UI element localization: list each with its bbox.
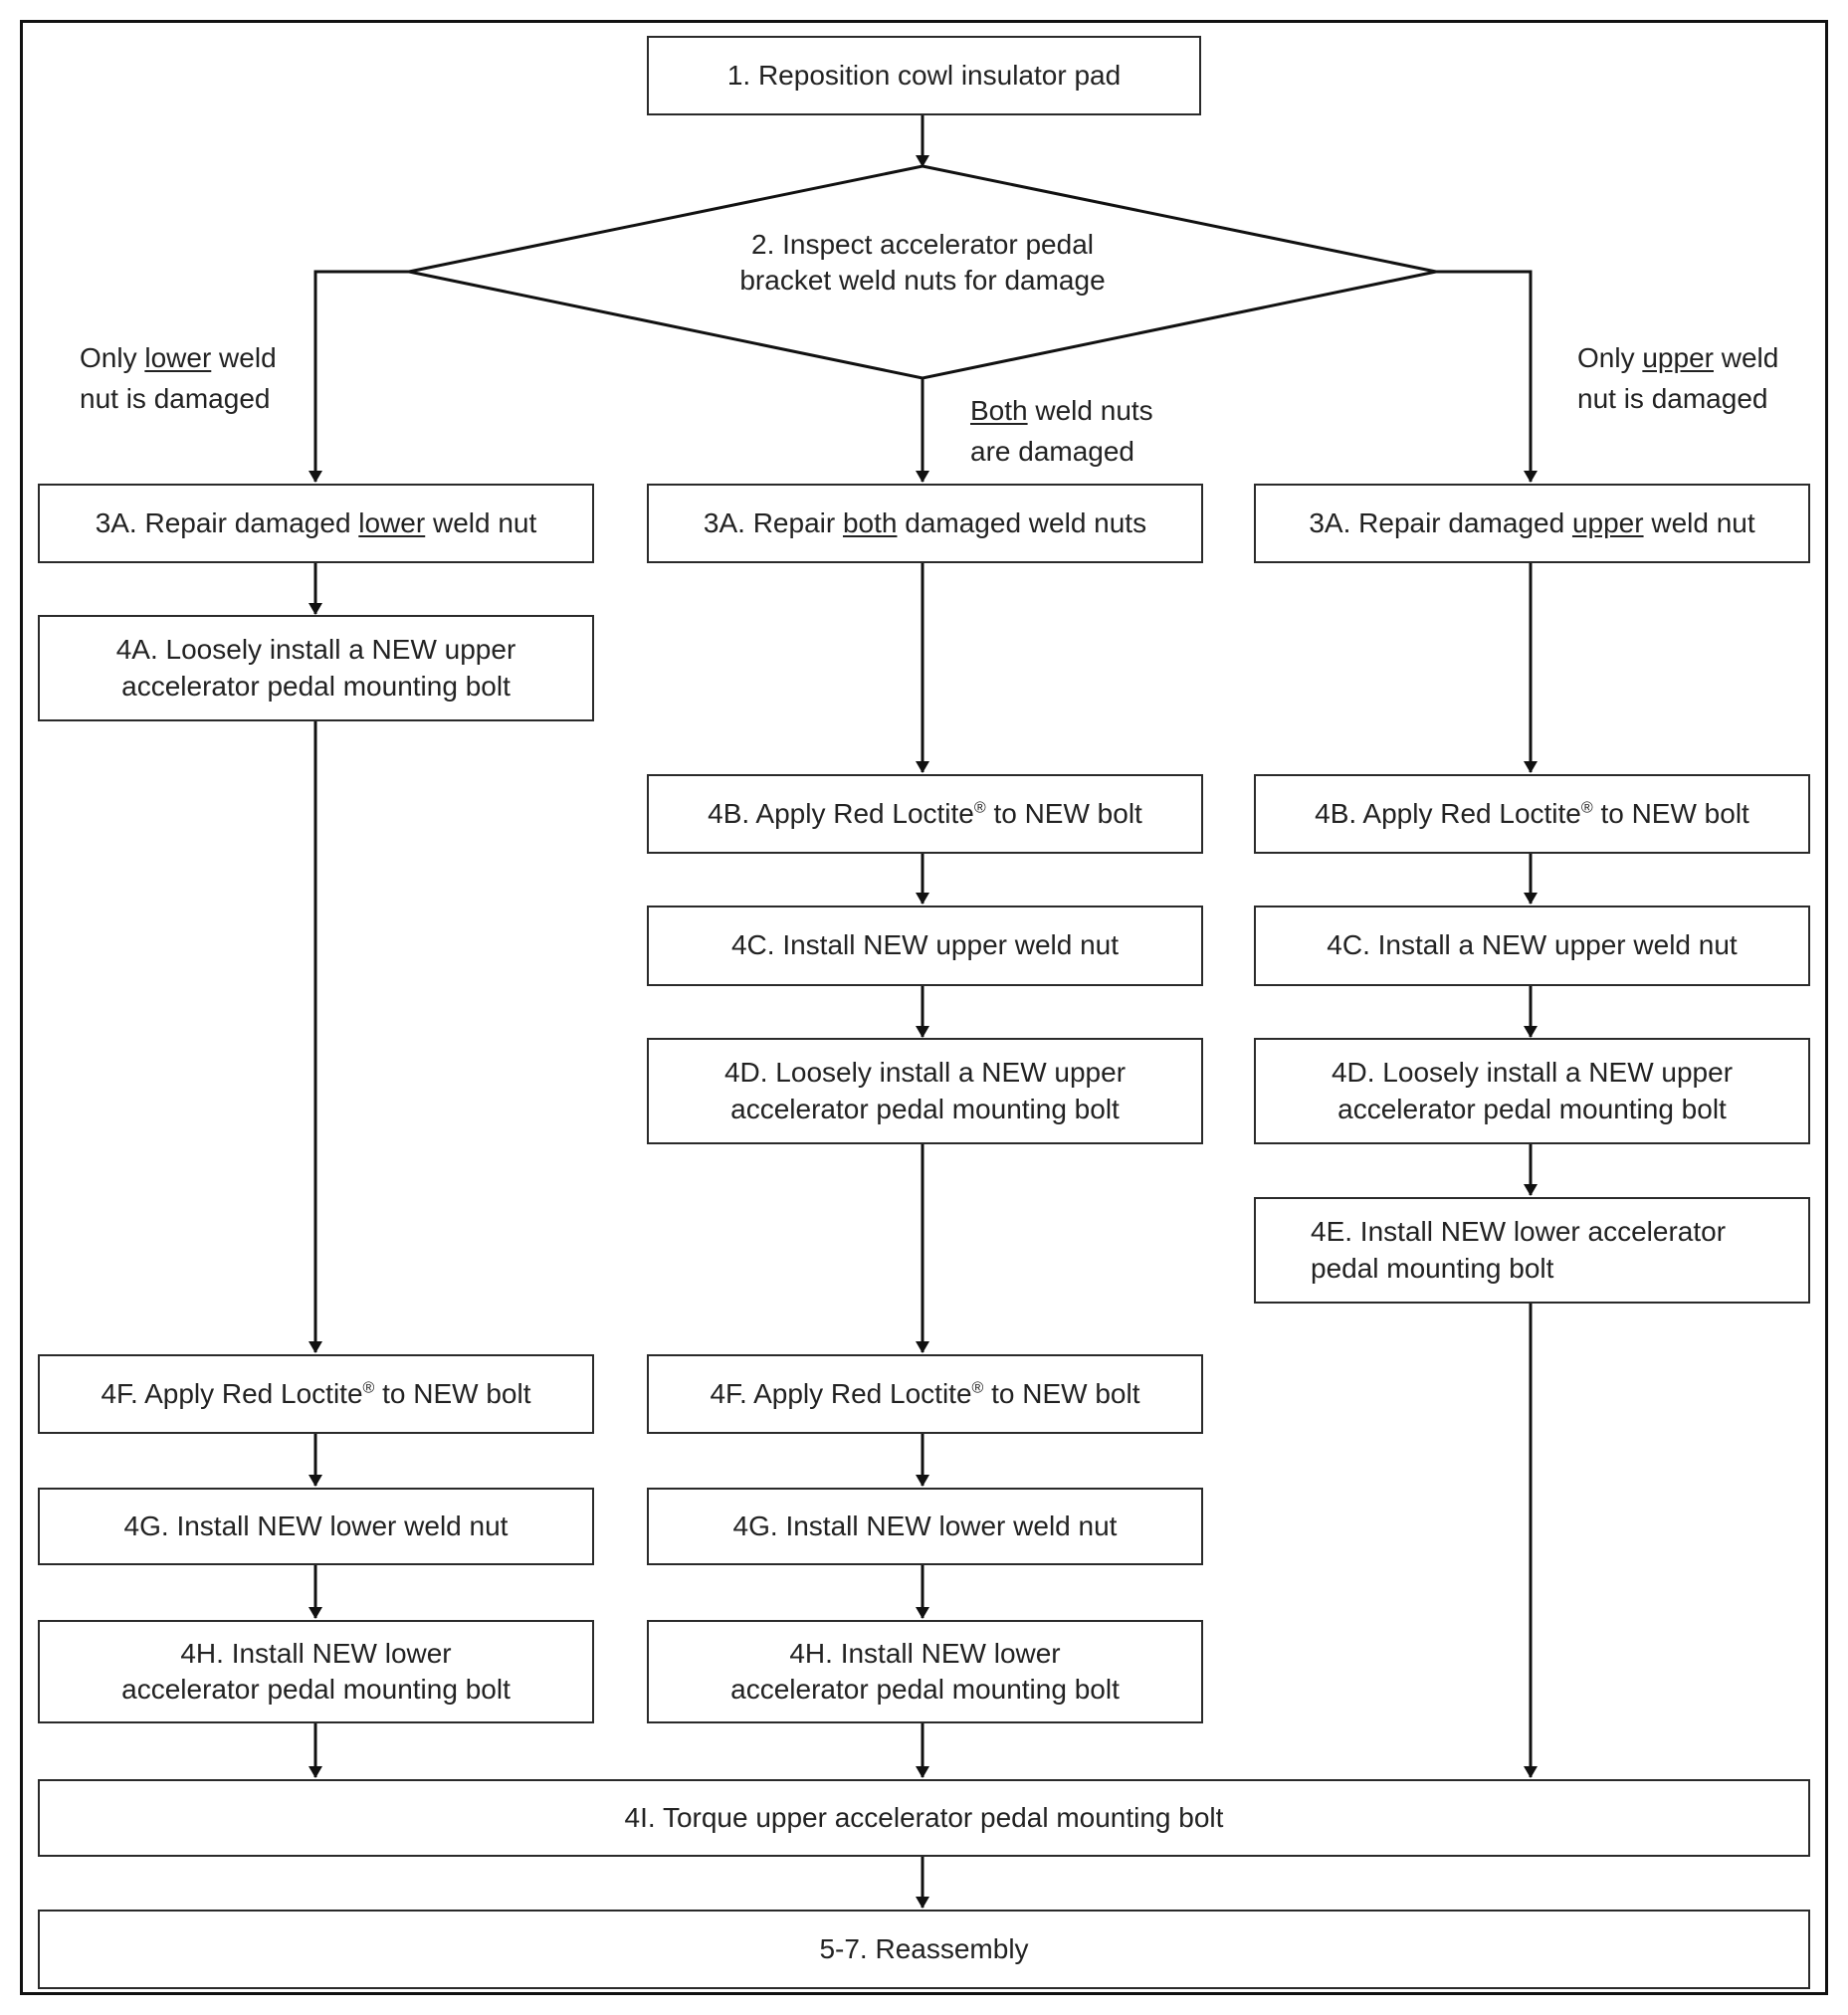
step-4i-text: 4I. Torque upper accelerator pedal mount… xyxy=(624,1801,1224,1833)
branch-left-line-2: nut is damaged xyxy=(80,382,271,414)
registered-mark: ® xyxy=(362,1379,375,1397)
step-4f-middle-text: 4F. Apply Red Loctite® to NEW bolt xyxy=(710,1376,1139,1412)
step-4h-middle-line-1: 4H. Install NEW lower xyxy=(789,1637,1061,1669)
step-3a-left-box: 3A. Repair damaged lower weld nut xyxy=(38,484,594,563)
branch-label-right: Only upper weld nut is damaged xyxy=(1577,338,1778,419)
step-4f-middle-box: 4F. Apply Red Loctite® to NEW bolt xyxy=(647,1354,1203,1434)
step-3a-left-underline: lower xyxy=(358,506,426,538)
step-4e-right-box: 4E. Install NEW lower accelerator pedal m… xyxy=(1254,1197,1810,1304)
step-4d-middle-line-2: accelerator pedal mounting bolt xyxy=(730,1093,1120,1124)
step-3a-left-text: 3A. Repair damaged lower weld nut xyxy=(96,505,537,541)
step-3a-right-text: 3A. Repair damaged upper weld nut xyxy=(1309,505,1754,541)
step-3a-middle-text: 3A. Repair both damaged weld nuts xyxy=(704,505,1146,541)
step-1-text: 1. Reposition cowl insulator pad xyxy=(726,59,1122,91)
step-3a-right-underline: upper xyxy=(1571,506,1644,538)
step-4b-middle-box: 4B. Apply Red Loctite® to NEW bolt xyxy=(647,774,1203,854)
branch-right-line-2: nut is damaged xyxy=(1577,382,1768,414)
step-4h-left-line-2: accelerator pedal mounting bolt xyxy=(121,1674,511,1705)
step-3a-middle-pre: 3A. Repair xyxy=(703,506,843,538)
registered-mark: ® xyxy=(973,799,986,817)
branch-right-underline: upper xyxy=(1642,342,1714,373)
step-4h-left-box: 4H. Install NEW lower accelerator pedal m… xyxy=(38,1620,594,1723)
step-4d-right-box: 4D. Loosely install a NEW upper accelerat… xyxy=(1254,1038,1810,1144)
arrow-2-to-left xyxy=(308,270,409,483)
step-4f-left-box: 4F. Apply Red Loctite® to NEW bolt xyxy=(38,1354,594,1434)
step-4f-middle-post: to NEW bolt xyxy=(983,1377,1140,1409)
step-4a-line-2: accelerator pedal mounting bolt xyxy=(121,670,511,702)
step-4f-middle-pre: 4F. Apply Red Loctite xyxy=(710,1377,972,1409)
step-4b-middle-post: to NEW bolt xyxy=(985,797,1142,829)
step-4g-middle-box: 4G. Install NEW lower weld nut xyxy=(647,1488,1203,1565)
step-2-text: 2. Inspect accelerator pedal bracket wel… xyxy=(624,227,1221,300)
branch-label-left: Only lower weld nut is damaged xyxy=(80,338,277,419)
step-4h-middle-text: 4H. Install NEW lower accelerator pedal m… xyxy=(730,1636,1120,1709)
step-4b-right-post: to NEW bolt xyxy=(1592,797,1749,829)
step-2-line-1: 2. Inspect accelerator pedal xyxy=(751,229,1094,260)
step-3a-left-pre: 3A. Repair damaged xyxy=(95,506,359,538)
step-4b-right-pre: 4B. Apply Red Loctite xyxy=(1315,797,1581,829)
step-4g-middle-text: 4G. Install NEW lower weld nut xyxy=(732,1510,1118,1541)
step-4e-line-1: 4E. Install NEW lower accelerator xyxy=(1311,1216,1727,1248)
step-4c-middle-text: 4C. Install NEW upper weld nut xyxy=(730,929,1120,961)
outer-border xyxy=(20,20,1828,1995)
step-2-line-2: bracket weld nuts for damage xyxy=(739,265,1106,297)
branch-right-pre: Only xyxy=(1577,342,1643,373)
step-4d-middle-box: 4D. Loosely install a NEW upper accelerat… xyxy=(647,1038,1203,1144)
step-3a-left-post: weld nut xyxy=(425,506,537,538)
step-4b-right-text: 4B. Apply Red Loctite® to NEW bolt xyxy=(1315,796,1749,832)
branch-label-middle: Both weld nuts are damaged xyxy=(970,391,1153,472)
step-4a-line-1: 4A. Loosely install a NEW upper xyxy=(115,634,516,666)
step-3a-right-pre: 3A. Repair damaged xyxy=(1309,506,1572,538)
step-3a-middle-box: 3A. Repair both damaged weld nuts xyxy=(647,484,1203,563)
step-4b-right-box: 4B. Apply Red Loctite® to NEW bolt xyxy=(1254,774,1810,854)
step-4f-left-text: 4F. Apply Red Loctite® to NEW bolt xyxy=(101,1376,530,1412)
branch-left-underline: lower xyxy=(144,342,212,373)
registered-mark: ® xyxy=(1580,799,1593,817)
arrow-2-to-right xyxy=(1436,270,1538,483)
step-4a-left-box: 4A. Loosely install a NEW upper accelerat… xyxy=(38,615,594,721)
step-5-7-text: 5-7. Reassembly xyxy=(819,1932,1029,1964)
step-5-7-box: 5-7. Reassembly xyxy=(38,1910,1810,1989)
step-4d-middle-text: 4D. Loosely install a NEW upper accelerat… xyxy=(724,1055,1126,1127)
step-4i-box: 4I. Torque upper accelerator pedal mount… xyxy=(38,1779,1810,1857)
branch-left-post: weld xyxy=(211,342,277,373)
step-4f-left-pre: 4F. Apply Red Loctite xyxy=(101,1377,363,1409)
step-3a-right-box: 3A. Repair damaged upper weld nut xyxy=(1254,484,1810,563)
branch-middle-underline: Both xyxy=(970,395,1028,426)
step-4c-middle-box: 4C. Install NEW upper weld nut xyxy=(647,906,1203,986)
step-4e-text: 4E. Install NEW lower accelerator pedal m… xyxy=(1311,1214,1726,1287)
branch-right-post: weld xyxy=(1713,342,1779,373)
step-4h-left-line-1: 4H. Install NEW lower xyxy=(180,1637,452,1669)
step-4b-middle-pre: 4B. Apply Red Loctite xyxy=(708,797,974,829)
step-4g-left-text: 4G. Install NEW lower weld nut xyxy=(123,1510,509,1541)
registered-mark: ® xyxy=(971,1379,984,1397)
step-4d-right-text: 4D. Loosely install a NEW upper accelerat… xyxy=(1332,1055,1733,1127)
step-4d-middle-line-1: 4D. Loosely install a NEW upper xyxy=(723,1057,1127,1089)
step-4d-right-line-1: 4D. Loosely install a NEW upper xyxy=(1331,1057,1734,1089)
branch-left-pre: Only xyxy=(80,342,145,373)
branch-middle-post: weld nuts xyxy=(1027,395,1153,426)
step-4h-left-text: 4H. Install NEW lower accelerator pedal m… xyxy=(121,1636,511,1709)
step-4a-left-text: 4A. Loosely install a NEW upper accelerat… xyxy=(116,632,516,705)
step-4g-left-box: 4G. Install NEW lower weld nut xyxy=(38,1488,594,1565)
step-3a-middle-post: damaged weld nuts xyxy=(897,506,1147,538)
step-3a-right-post: weld nut xyxy=(1643,506,1755,538)
step-4d-right-line-2: accelerator pedal mounting bolt xyxy=(1337,1093,1727,1124)
step-1-box: 1. Reposition cowl insulator pad xyxy=(647,36,1201,115)
step-4h-middle-line-2: accelerator pedal mounting bolt xyxy=(730,1674,1120,1705)
step-4e-line-2: pedal mounting bolt xyxy=(1311,1252,1554,1284)
step-4c-right-text: 4C. Install a NEW upper weld nut xyxy=(1327,929,1738,961)
step-4b-middle-text: 4B. Apply Red Loctite® to NEW bolt xyxy=(708,796,1142,832)
step-4c-right-box: 4C. Install a NEW upper weld nut xyxy=(1254,906,1810,986)
step-4f-left-post: to NEW bolt xyxy=(374,1377,531,1409)
step-3a-middle-underline: both xyxy=(842,506,898,538)
step-4h-middle-box: 4H. Install NEW lower accelerator pedal m… xyxy=(647,1620,1203,1723)
branch-middle-line-2: are damaged xyxy=(970,435,1135,467)
